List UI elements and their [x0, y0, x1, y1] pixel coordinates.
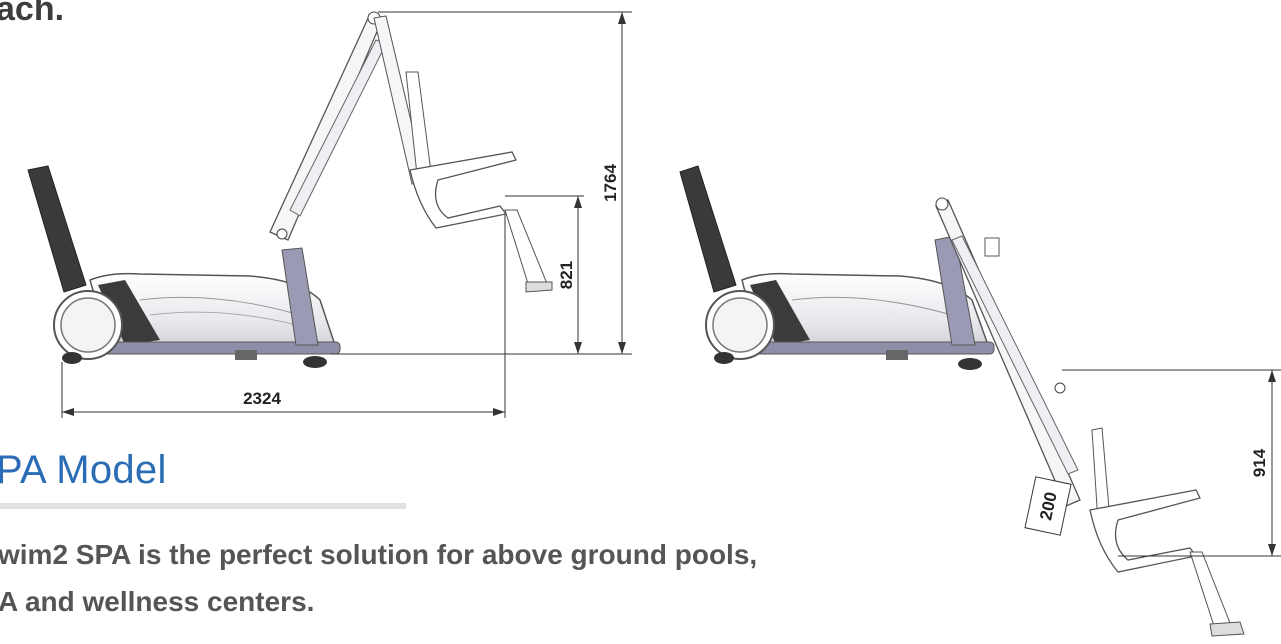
- body-line-2: A and wellness centers.: [0, 586, 315, 617]
- dimension-depth-below: 914: [1250, 448, 1269, 477]
- lift-side-view-raised: 2324 1764 821: [27, 11, 632, 418]
- dimension-height: 1764: [601, 164, 620, 202]
- intro-text-fragment: ach.: [0, 0, 65, 28]
- lift-side-view-lowered: 914 200: [679, 165, 1281, 637]
- body-line-1: wim2 SPA is the perfect solution for abo…: [0, 539, 758, 570]
- heading-divider: [0, 503, 406, 509]
- section-body: wim2 SPA is the perfect solution for abo…: [0, 531, 958, 625]
- section-heading: PA Model: [0, 448, 167, 492]
- dimension-seat-height: 821: [557, 261, 576, 289]
- dimension-length: 2324: [243, 389, 281, 408]
